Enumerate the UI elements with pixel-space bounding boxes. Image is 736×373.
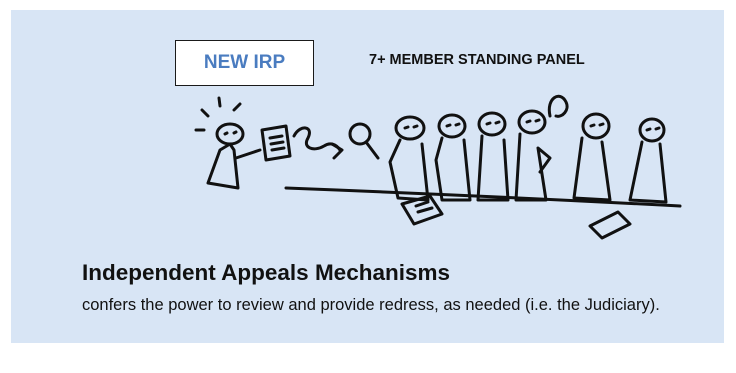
panel-members-icon bbox=[388, 94, 668, 204]
section-heading: Independent Appeals Mechanisms bbox=[82, 260, 450, 285]
new-irp-label: NEW IRP bbox=[203, 52, 286, 73]
papers-icon bbox=[400, 194, 632, 240]
content-panel bbox=[11, 10, 724, 343]
new-irp-badge: NEW IRP bbox=[175, 40, 314, 86]
document-icon bbox=[260, 124, 292, 162]
petitioner-figure-icon bbox=[194, 96, 262, 190]
table-edge-icon bbox=[284, 186, 682, 208]
magnifier-icon bbox=[348, 122, 380, 160]
section-description: confers the power to review and provide … bbox=[82, 296, 660, 314]
standing-panel-label: 7+ MEMBER STANDING PANEL bbox=[369, 52, 585, 68]
appeals-panel-sketch-icon bbox=[194, 94, 682, 240]
